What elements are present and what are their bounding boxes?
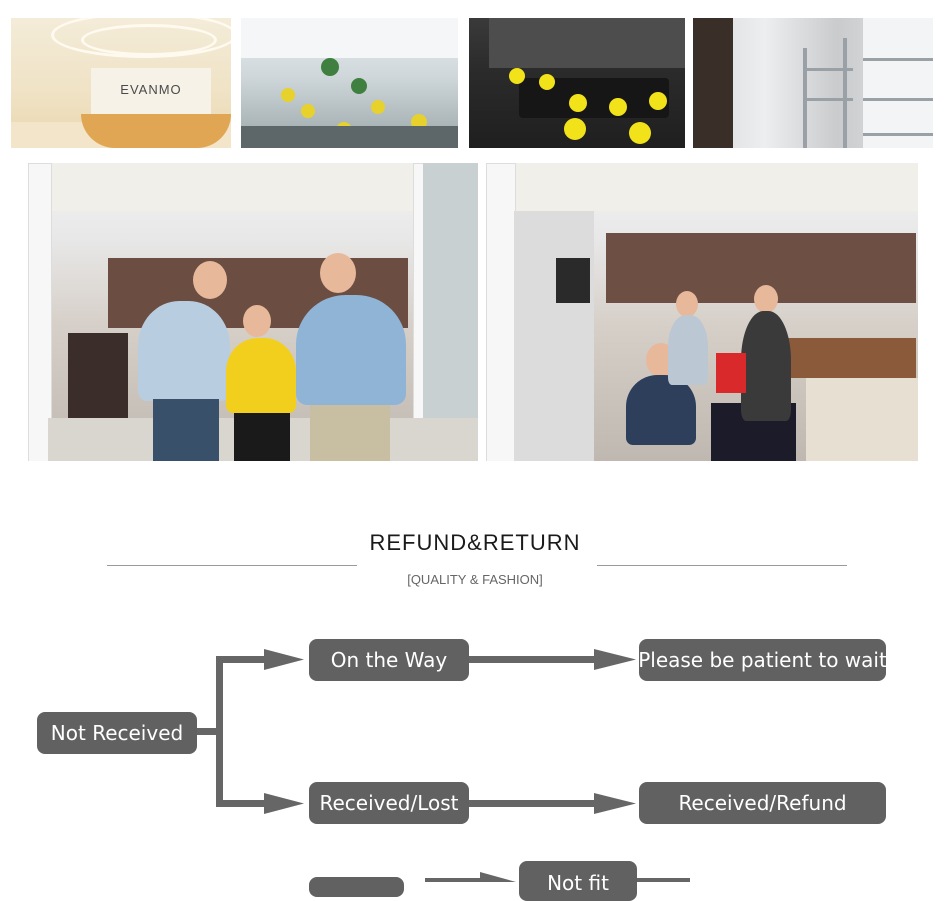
flow-connectors	[196, 649, 690, 882]
heading-rule-left	[107, 565, 357, 566]
flow-box-received-refund: Received/Refund	[639, 782, 886, 824]
connector-partial-shaft	[425, 878, 485, 882]
connector-top-right-shaft	[468, 656, 598, 663]
arrowhead-bottom-mid	[264, 793, 304, 814]
arrowhead-partial	[480, 872, 516, 882]
connector-partial-right	[636, 878, 690, 882]
section-subtitle: [QUALITY & FASHION]	[407, 572, 543, 587]
flow-box-on-the-way: On the Way	[309, 639, 469, 681]
section-title: REFUND&RETURN	[369, 530, 581, 555]
flow-box-not-fit-label: Not fit	[547, 871, 609, 895]
photo-warehouse	[693, 18, 933, 148]
arrowhead-top-end	[594, 649, 636, 670]
flow-box-received-lost: Received/Lost	[309, 782, 469, 824]
photo-booth-visitors	[28, 163, 478, 461]
heading-rule-right	[597, 565, 847, 566]
photo-office	[241, 18, 458, 148]
connector-top-shaft	[216, 656, 268, 663]
arrowhead-bottom-end	[594, 793, 636, 814]
photo-training-room	[469, 18, 685, 148]
evanmo-logo-text: EVANMO	[120, 82, 182, 97]
flow-box-not-received: Not Received	[37, 712, 197, 754]
connector-vertical	[216, 656, 223, 807]
connector-stub	[196, 728, 220, 735]
arrowhead-top-mid	[264, 649, 304, 670]
flow-box-partial-left	[309, 877, 404, 897]
photo-booth-customers	[486, 163, 918, 461]
flow-box-not-fit: Not fit	[519, 861, 637, 901]
flow-box-please-wait: Please be patient to wait	[638, 639, 887, 681]
connector-bottom-shaft	[216, 800, 268, 807]
connector-bottom-right-shaft	[468, 800, 598, 807]
photo-reception: EVANMO	[11, 18, 231, 148]
